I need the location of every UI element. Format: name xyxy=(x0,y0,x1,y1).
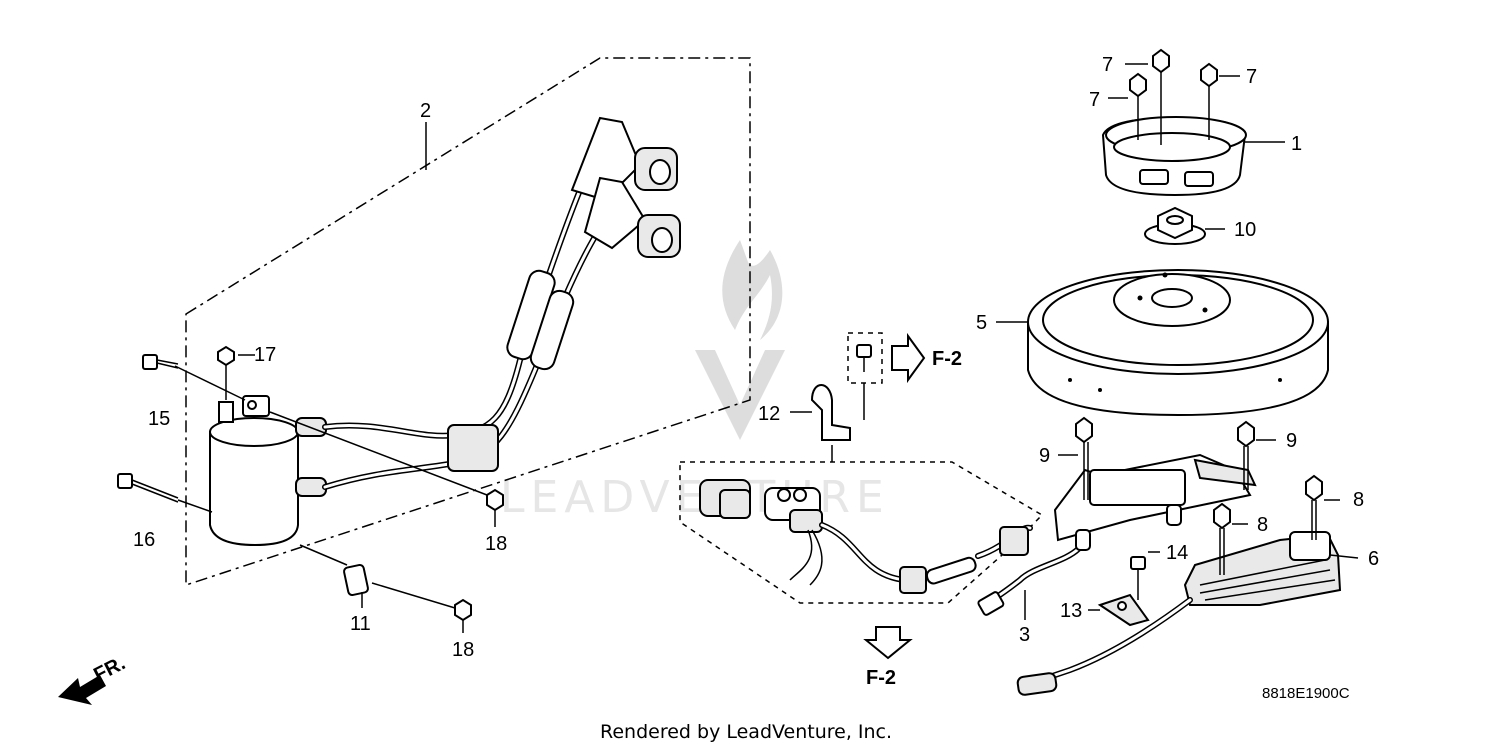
callout-18-b: 18 xyxy=(452,639,474,661)
harness-group xyxy=(679,445,1089,620)
watermark-logo: LEADVENTURE xyxy=(500,240,890,523)
starter-cup-1 xyxy=(1101,116,1285,197)
callout-8-b: 8 xyxy=(1257,514,1268,536)
watermark-text: LEADVENTURE xyxy=(500,472,890,523)
ref-label-upper: F-2 xyxy=(932,348,962,370)
ignition-coil-group xyxy=(117,57,751,633)
bracket-12 xyxy=(790,332,883,441)
footer-credit: Rendered by LeadVenture, Inc. xyxy=(600,721,892,743)
charge-coil-6 xyxy=(1016,531,1359,696)
clamp-13 xyxy=(1088,593,1150,627)
bolt-16 xyxy=(117,473,213,513)
callout-13: 13 xyxy=(1060,600,1082,622)
callout-7-b: 7 xyxy=(1246,66,1257,88)
diagram-code: 8818E1900C xyxy=(1262,685,1350,702)
ref-arrow-lower: F-2 xyxy=(863,626,913,689)
front-direction-arrow: FR. xyxy=(58,652,129,705)
ref-label-lower: F-2 xyxy=(866,667,896,689)
callout-16: 16 xyxy=(133,529,155,551)
callout-6: 6 xyxy=(1368,548,1379,570)
bolts-9 xyxy=(1058,416,1276,500)
callout-1: 1 xyxy=(1291,133,1302,155)
callout-15: 15 xyxy=(148,408,170,430)
ignition-coil xyxy=(209,395,327,547)
callout-2: 2 xyxy=(420,100,431,122)
bolt-15 xyxy=(142,354,246,401)
callout-18-a: 18 xyxy=(485,533,507,555)
callout-7-a: 7 xyxy=(1102,54,1113,76)
callout-12: 12 xyxy=(758,403,780,425)
callout-9-b: 9 xyxy=(1286,430,1297,452)
bolt-14 xyxy=(1130,551,1160,600)
callout-11: 11 xyxy=(350,613,371,635)
nut-18-upper xyxy=(269,411,504,527)
bolts-7 xyxy=(1108,48,1240,145)
ref-arrow-upper: F-2 xyxy=(891,332,962,384)
connector xyxy=(699,479,1033,594)
high-tension-leads xyxy=(322,116,681,490)
callout-10: 10 xyxy=(1234,219,1256,241)
callout-14: 14 xyxy=(1166,542,1188,564)
callout-8-a: 8 xyxy=(1353,489,1364,511)
callout-5: 5 xyxy=(976,312,987,334)
flywheel-5 xyxy=(996,269,1329,417)
spacer-11 xyxy=(299,544,456,609)
nut-17 xyxy=(217,345,255,400)
bolts-8 xyxy=(1213,474,1340,575)
callout-7-c: 7 xyxy=(1089,89,1100,111)
callout-9-a: 9 xyxy=(1039,445,1050,467)
callout-3: 3 xyxy=(1019,624,1030,646)
callout-17: 17 xyxy=(254,344,276,366)
nut-18-lower xyxy=(454,598,472,633)
pulser-coil xyxy=(1053,453,1257,551)
callout-labels: 1 2 3 5 6 7 7 7 8 8 9 9 10 11 12 13 14 1… xyxy=(133,54,1379,661)
nut-10 xyxy=(1144,206,1225,245)
